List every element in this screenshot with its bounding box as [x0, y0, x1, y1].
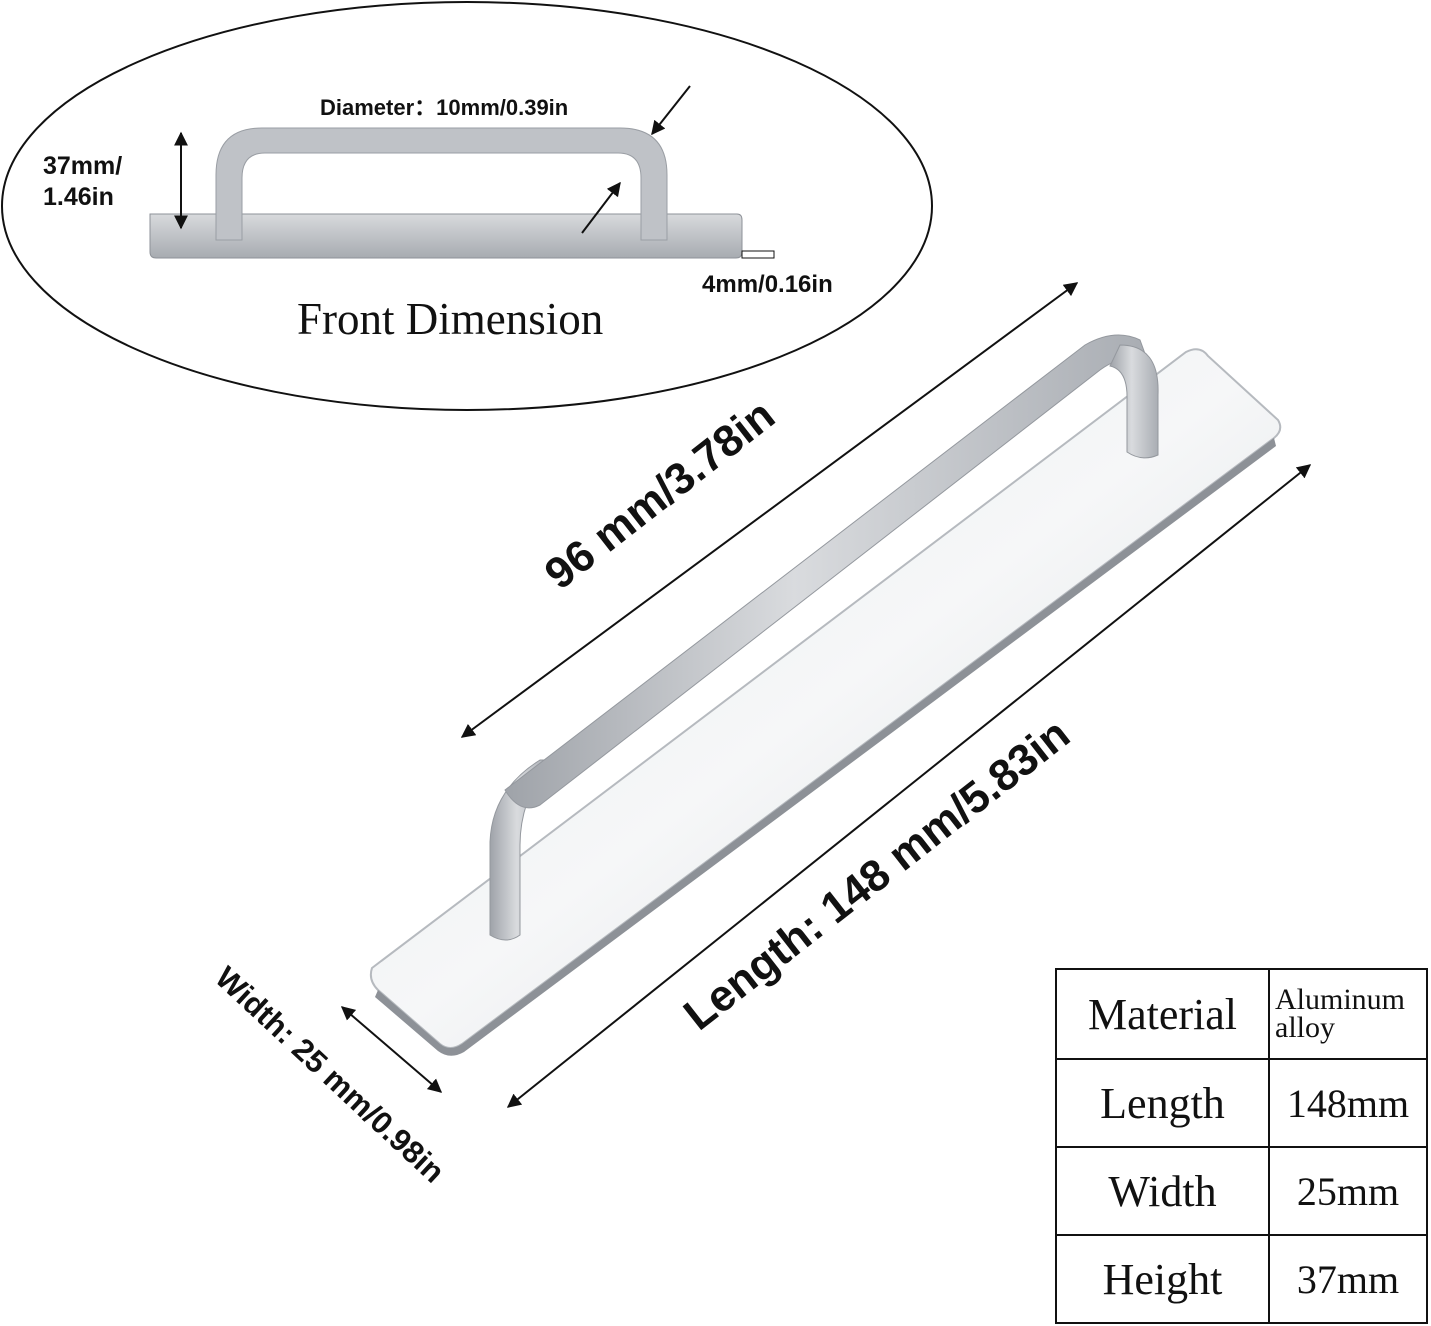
spec-key: Length: [1055, 1058, 1270, 1148]
main-handle: [369, 334, 1282, 1056]
diameter-arrow-bottom: [581, 181, 621, 234]
diameter-label: Diameter：10mm/0.39in: [320, 95, 569, 120]
spec-value: Aluminum alloy: [1268, 968, 1428, 1060]
length-arrow: [506, 464, 1312, 1108]
front-view-title: Front Dimension: [297, 294, 604, 344]
spec-value: 148mm: [1268, 1058, 1428, 1148]
spec-value: 25mm: [1268, 1146, 1428, 1236]
spec-key: Material: [1055, 968, 1270, 1060]
width-arrow: [340, 1006, 443, 1093]
table-row: Width 25mm: [1055, 1146, 1428, 1236]
diameter-arrow-top: [651, 85, 691, 136]
table-row: Length 148mm: [1055, 1058, 1428, 1148]
thickness-marker: [741, 250, 775, 259]
spec-key: Height: [1055, 1234, 1270, 1324]
thickness-label: 4mm/0.16in: [702, 271, 833, 298]
spec-key: Width: [1055, 1146, 1270, 1236]
spec-value: 37mm: [1268, 1234, 1428, 1324]
table-row: Height 37mm: [1055, 1234, 1428, 1324]
table-row: Material Aluminum alloy: [1055, 968, 1428, 1060]
front-view-ellipse: [1, 1, 933, 411]
spec-table: Material Aluminum alloy Length 148mm Wid…: [1055, 968, 1428, 1324]
height-label-line2: 1.46in: [43, 183, 114, 211]
front-view-handle: [149, 127, 743, 259]
height-label-line1: 37mm/: [43, 152, 123, 180]
